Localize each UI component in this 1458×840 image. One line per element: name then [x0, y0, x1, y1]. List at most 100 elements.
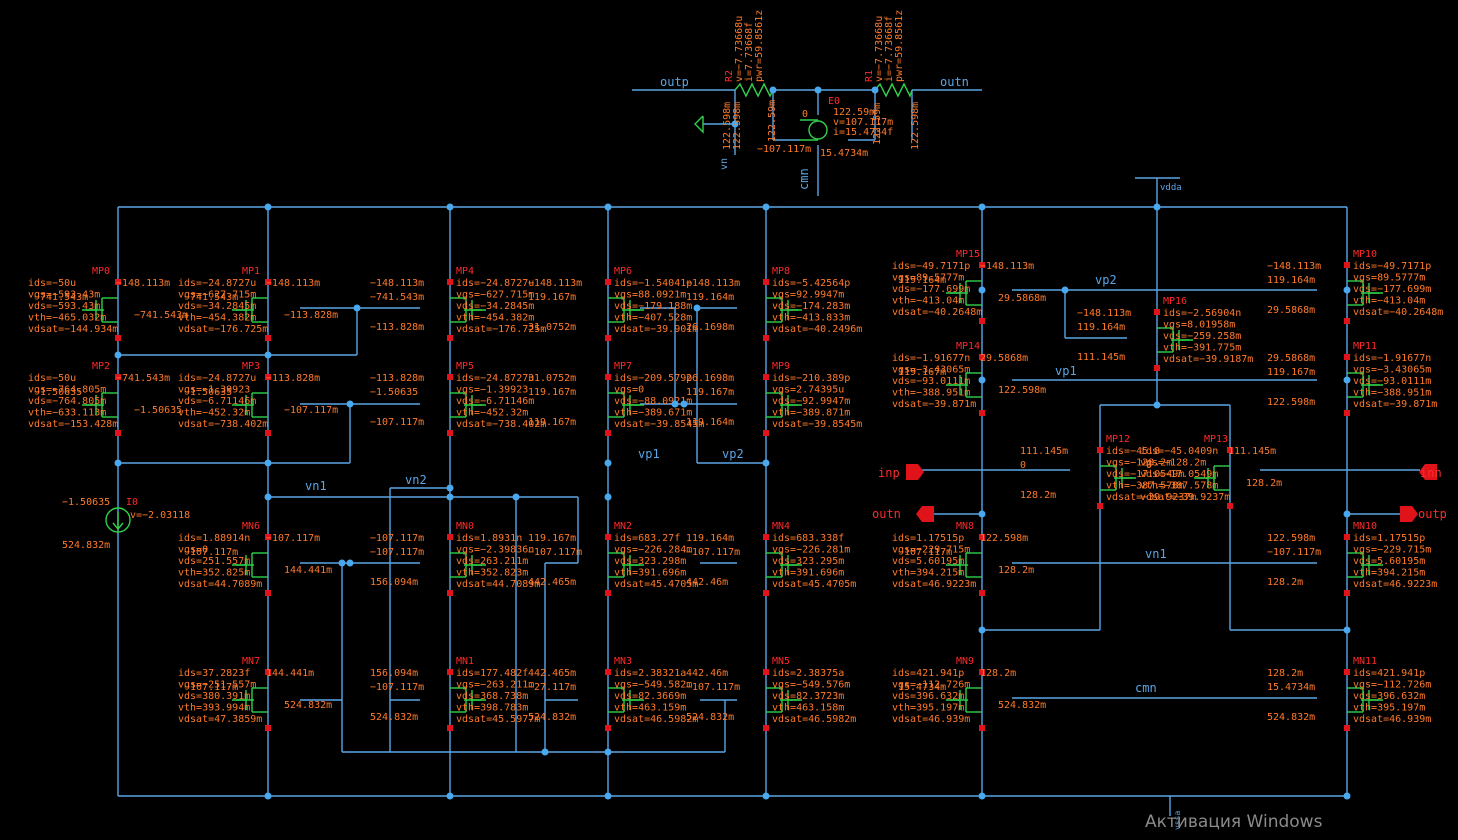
port-inn[interactable] — [1419, 464, 1437, 480]
op-point-annotation: ids=−49.7171p — [1353, 261, 1431, 272]
transistor-mp4[interactable]: MP4ids=−24.8727uvgs=−627.715mvds=−34.284… — [370, 266, 546, 341]
transistor-mp10[interactable]: MP10ids=−49.7171pvgs=89.5777mvds=−177.69… — [1267, 249, 1443, 324]
transistor-mp16[interactable]: MP16ids=−2.56904nvgs=8.01958mvds=−259.25… — [1077, 296, 1253, 371]
transistor-mn1[interactable]: MN1ids=177.482fvgs=−263.211mvds=368.738m… — [370, 656, 540, 731]
node-voltage: 128.2m — [1246, 478, 1282, 489]
transistor-mn6[interactable]: MN6ids=1.88914nvgs=0vds=251.557mvth=352.… — [178, 521, 332, 596]
transistor-mp13[interactable]: MP13ids=−45.0409nvgs=−128.2mvds=−17.0549… — [1140, 434, 1282, 509]
node-voltage: 29.5868m — [1267, 353, 1315, 364]
node-voltage: 442.465m — [528, 668, 576, 679]
port-label-inp: inp — [878, 466, 900, 480]
op-point-annotation: vgs=−229.715m — [1353, 545, 1431, 556]
junction-dot — [1343, 286, 1351, 294]
node-voltage: −1.50635 — [184, 387, 232, 398]
node-voltage: 119.167m — [528, 387, 576, 398]
op-point-annotation: vdsat=46.9223m — [1353, 579, 1437, 590]
junction-dot — [978, 376, 986, 384]
net-label-vp1: vp1 — [638, 447, 660, 461]
transistor-mp14[interactable]: MP14ids=−1.91677nvgs=−3.43065mvds=−93.01… — [892, 341, 1046, 416]
transistor-mn9[interactable]: MN9ids=421.941pvgs=−112.726mvds=396.632m… — [892, 656, 1046, 731]
node-voltage: 119.167m — [1267, 367, 1315, 378]
transistor-mp15[interactable]: MP15ids=−49.7171pvgs=89.5777mvds=−177.69… — [892, 249, 1046, 324]
transistor-mn11[interactable]: MN11ids=421.941pvgs=−112.726mvds=396.632… — [1267, 656, 1431, 731]
op-point-annotation: ids=−24.8727u — [178, 278, 256, 289]
vn-label: vn — [719, 158, 730, 170]
op-point-annotation: vdsat=−39.9237m — [1106, 492, 1196, 503]
node-voltage: −27.117m — [528, 682, 576, 693]
junction-dot — [353, 304, 361, 312]
node-voltage: 128.2m — [980, 668, 1016, 679]
transistor-mp3[interactable]: MP3ids=−24.8727uvgs=−1.39923vds=−6.71146… — [178, 361, 338, 436]
port-outp-right[interactable] — [1400, 506, 1418, 522]
transistor-mn7[interactable]: MN7ids=37.2823fvgs=−251.557mvds=380.391m… — [178, 656, 332, 731]
junction-dot — [814, 86, 822, 94]
node-voltage: 119.167m — [528, 533, 576, 544]
op-point-annotation: vds=−177.699m — [892, 284, 970, 295]
net-label-outp: outp — [660, 75, 689, 89]
junction-dot — [680, 400, 688, 408]
transistor-mp6[interactable]: MP6ids=−1.54041pvgs=88.0921mvds=−179.188… — [528, 266, 698, 341]
transistor-mn3[interactable]: MN3ids=2.38321avgs=−549.582mvds=82.3669m… — [528, 656, 698, 731]
transistor-mn2[interactable]: MN2ids=683.27fvgs=−226.284mvds=323.298mv… — [528, 521, 698, 596]
op-point-annotation: ids=683.338f — [772, 533, 844, 544]
op-point-annotation: vth=−452.32m — [178, 408, 250, 419]
node-voltage: 29.5868m — [980, 353, 1028, 364]
op-point-annotation: vgs=89.5777m — [1353, 273, 1425, 284]
transistor-name: MN7 — [242, 656, 260, 667]
transistor-mp8[interactable]: MP8ids=−5.42564pvgs=92.9947mvds=−174.283… — [686, 266, 862, 341]
node-voltage: −107.117m — [528, 547, 582, 558]
e0-mid-voltage: −107.117m — [757, 144, 811, 155]
junction-dot — [1153, 203, 1161, 211]
node-voltage: 144.441m — [266, 668, 314, 679]
op-point-annotation: vds=−259.258m — [1163, 331, 1241, 342]
transistor-name: MP1 — [242, 266, 260, 277]
transistor-mp9[interactable]: MP9ids=−210.389pvgs=2.74395uvds=−92.9947… — [686, 361, 862, 436]
op-point-annotation: vds=−764.805m — [28, 396, 106, 407]
op-point-annotation: vth=−413.833m — [772, 313, 850, 324]
node-voltage: 111.145m — [1077, 352, 1125, 363]
op-point-annotation: vgs=−593.43m — [28, 290, 100, 301]
transistor-mp1[interactable]: MP1ids=−24.8727uvgs=−627.715mvds=−34.284… — [178, 266, 338, 341]
port-label-outp: outp — [1418, 507, 1447, 521]
transistor-mn8[interactable]: MN8ids=1.17515pvgs=−229.715mvds=5.60195m… — [892, 521, 1034, 596]
op-point-annotation: vgs=−263.211m — [456, 680, 534, 691]
transistor-layer: MP0ids=−50uvgs=−593.43mvds=−593.43mvth=−… — [28, 249, 1443, 731]
node-voltage: 119.164m — [1077, 322, 1125, 333]
transistor-mn4[interactable]: MN4ids=683.338fvgs=−226.281mvds=323.295m… — [686, 521, 856, 596]
node-voltage: −113.828m — [370, 322, 424, 333]
op-point-annotation: vgs=−1.39923 — [178, 385, 250, 396]
transistor-mp12[interactable]: MP12ids=−45.8vgs=−128.2mvds=−17.0549mvth… — [1020, 434, 1196, 509]
outp-node-voltage: 122.598m — [722, 102, 733, 150]
vn-voltage: 122.598m — [732, 102, 743, 150]
resistor-r1[interactable] — [874, 82, 913, 98]
op-point-annotation: vds=5.60195m — [1353, 556, 1425, 567]
junction-dot — [1153, 401, 1161, 409]
transistor-name: MN3 — [614, 656, 632, 667]
op-point-annotation: ids=−24.8727u — [178, 373, 256, 384]
transistor-mp5[interactable]: MP5ids=−24.8727uvgs=−1.39923vds=−6.71146… — [370, 361, 546, 436]
transistor-mp7[interactable]: MP7ids=−209.579pvgs=0vds=−88.0921mvth=−3… — [528, 361, 704, 436]
transistor-name: MP13 — [1204, 434, 1228, 445]
node-voltage: 119.164m — [898, 275, 946, 286]
node-voltage: 524.832m — [686, 712, 734, 723]
port-outn-left[interactable] — [916, 506, 934, 522]
transistor-mn0[interactable]: MN0ids=1.8931nvgs=−2.39836nvds=263.211mv… — [370, 521, 540, 596]
junction-dot — [1061, 286, 1069, 294]
source-e0[interactable] — [800, 119, 828, 141]
transistor-mp0[interactable]: MP0ids=−50uvgs=−593.43mvds=−593.43mvth=−… — [28, 266, 188, 341]
transistor-mp2[interactable]: MP2ids=−50uvgs=−764.805mvds=−764.805mvth… — [28, 361, 182, 436]
junction-dot — [604, 748, 612, 756]
op-point-annotation: ids=37.2823f — [178, 668, 250, 679]
transistor-mp11[interactable]: MP11ids=−1.91677nvgs=−3.43065mvds=−93.01… — [1267, 341, 1437, 416]
op-point-annotation: ids=−209.579p — [614, 373, 692, 384]
op-point-annotation: vdsat=−39.8545m — [772, 419, 862, 430]
resistor-r2[interactable] — [734, 82, 774, 98]
current-source-i0[interactable] — [105, 507, 131, 533]
transistor-mn10[interactable]: MN10ids=1.17515pvgs=−229.715mvds=5.60195… — [1267, 521, 1437, 596]
transistor-mn5[interactable]: MN5ids=2.38375avgs=−549.576mvds=82.3723m… — [686, 656, 856, 731]
op-point-annotation: vdsat=−738.402m — [178, 419, 268, 430]
port-inp[interactable] — [906, 464, 924, 480]
op-point-annotation: vdsat=−176.725m — [456, 324, 546, 335]
r2-param-pwr: pwr=59.8561z — [754, 10, 765, 82]
